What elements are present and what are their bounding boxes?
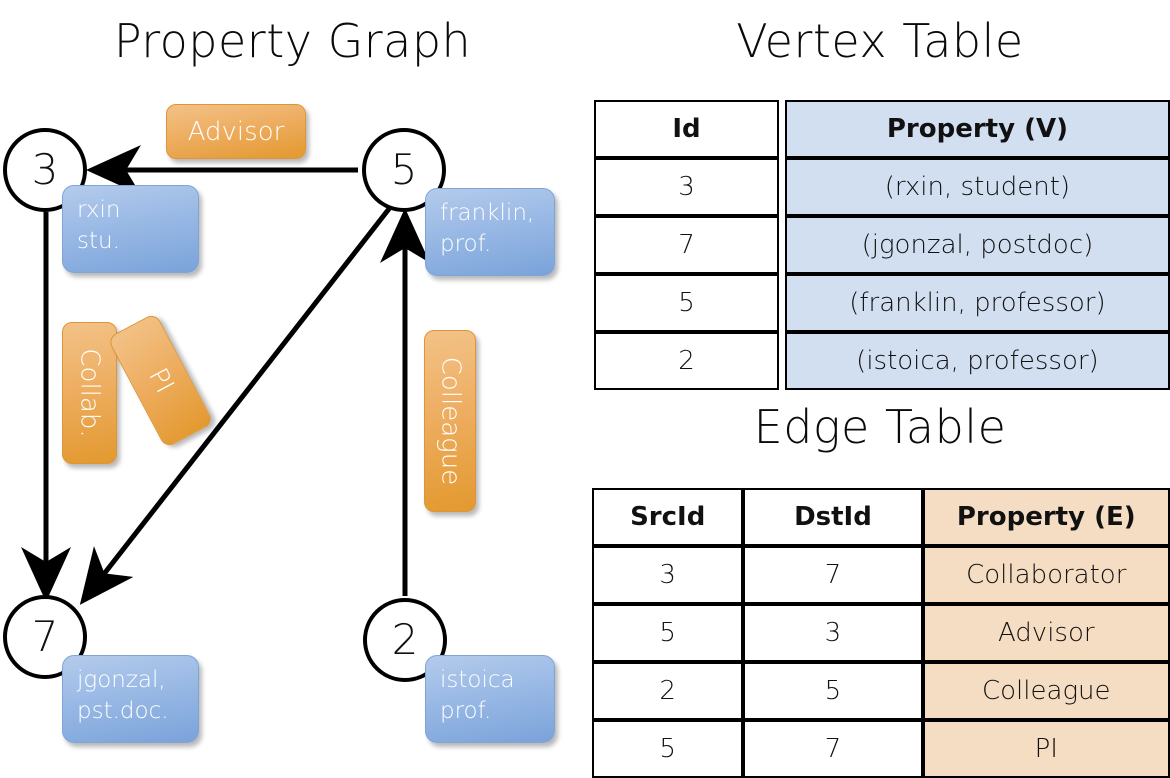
edge-cell-dstid: 7: [743, 720, 923, 778]
vertex-table-header-id: Id: [594, 100, 779, 158]
edge-label-colleague: Colleague: [424, 330, 476, 512]
property-graph-panel: Property Graph 3 5 7 2 rxin stu. frankli…: [0, 0, 585, 760]
edge-line-5-to-7: [79, 203, 394, 605]
table-row: 2 (istoica, professor): [594, 332, 1170, 390]
edge-cell-dstid: 5: [743, 662, 923, 720]
edge-label-advisor-text: Advisor: [187, 116, 285, 147]
vertex-cell-property: (istoica, professor): [784, 332, 1170, 390]
edge-label-colleague-text: Colleague: [435, 356, 466, 486]
edge-table: SrcId DstId Property (E) 3 7 Collaborato…: [592, 488, 1170, 778]
page-title-vertex-table: Vertex Table: [736, 14, 1024, 68]
edge-cell-srcid: 3: [592, 546, 744, 604]
vertex-cell-property: (franklin, professor): [784, 274, 1170, 332]
node-property-callout-jgonzal: jgonzal, pst.doc.: [62, 655, 199, 743]
edge-cell-property: PI: [922, 720, 1170, 778]
vertex-cell-property: (rxin, student): [784, 158, 1170, 216]
table-row: 3 (rxin, student): [594, 158, 1170, 216]
edge-cell-srcid: 5: [592, 604, 744, 662]
table-row: 5 7 PI: [592, 720, 1170, 778]
table-row: 2 5 Colleague: [592, 662, 1170, 720]
vertex-table-header-row: Id Property (V): [594, 100, 1170, 158]
edge-table-header-dstid: DstId: [743, 488, 923, 546]
table-row: 5 3 Advisor: [592, 604, 1170, 662]
vertex-cell-id: 3: [594, 158, 779, 216]
vertex-cell-id: 7: [594, 216, 779, 274]
edge-cell-property: Colleague: [922, 662, 1170, 720]
edge-cell-srcid: 2: [592, 662, 744, 720]
edge-cell-srcid: 5: [592, 720, 744, 778]
vertex-cell-property: (jgonzal, postdoc): [784, 216, 1170, 274]
edge-cell-dstid: 3: [743, 604, 923, 662]
edge-label-collab-text: Collab.: [74, 348, 105, 438]
vertex-cell-id: 5: [594, 274, 779, 332]
page-title-property-graph: Property Graph: [113, 14, 472, 68]
table-row: 3 7 Collaborator: [592, 546, 1170, 604]
table-row: 7 (jgonzal, postdoc): [594, 216, 1170, 274]
edge-cell-property: Collaborator: [922, 546, 1170, 604]
edge-label-pi-text: PI: [141, 363, 180, 398]
vertex-table: Id Property (V) 3 (rxin, student) 7 (jgo…: [594, 100, 1170, 390]
graph-edge-lines: [21, 145, 430, 605]
node-property-callout-franklin: franklin, prof.: [425, 188, 555, 276]
edge-cell-dstid: 7: [743, 546, 923, 604]
edge-cell-property: Advisor: [922, 604, 1170, 662]
edge-table-header-property: Property (E): [922, 488, 1170, 546]
edge-label-advisor: Advisor: [166, 104, 306, 159]
table-row: 5 (franklin, professor): [594, 274, 1170, 332]
node-property-callout-istoica: istoica prof.: [425, 655, 555, 743]
edge-table-header-row: SrcId DstId Property (E): [592, 488, 1170, 546]
graph-node-2[interactable]: 2: [363, 598, 447, 682]
vertex-cell-id: 2: [594, 332, 779, 390]
vertex-table-header-property: Property (V): [784, 100, 1170, 158]
node-property-callout-rxin: rxin stu.: [62, 185, 199, 273]
edge-table-header-srcid: SrcId: [592, 488, 744, 546]
edge-label-collab: Collab.: [62, 322, 117, 464]
page-title-edge-table: Edge Table: [753, 400, 1007, 454]
